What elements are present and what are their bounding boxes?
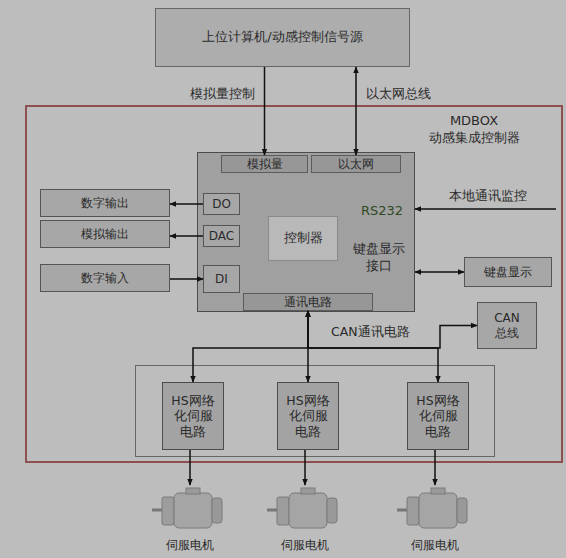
- io-box: 数字输出: [40, 189, 170, 217]
- motor-drawing: [395, 485, 475, 533]
- connector: [415, 271, 464, 273]
- node-text: 伺服电机: [265, 537, 345, 554]
- port-tab: 以太网: [311, 155, 401, 173]
- edge-label: 以太网总线: [366, 86, 431, 101]
- node-text: 数字输出: [81, 196, 129, 211]
- connector: [434, 450, 436, 485]
- servo-motor: 伺服电机: [150, 485, 230, 555]
- node-text: 以太网: [338, 157, 374, 172]
- controller-enclosure: MDBOX 动感集成控制器 RS232 键盘显示 接口 模拟量 以太网 DO DAC DI 控制…: [25, 105, 563, 463]
- motor-drawing: [265, 485, 345, 533]
- io-box: 数字输入: [40, 264, 170, 292]
- connector: [193, 311, 308, 382]
- servo-circuit: HS网络 化伺服 电路: [162, 382, 224, 450]
- servo-motor: 伺服电机: [265, 485, 345, 555]
- connector: [308, 311, 477, 348]
- connector: [170, 278, 203, 280]
- node-text: 伺服电机: [150, 537, 230, 554]
- node-text: HS网络 化伺服 电路: [170, 393, 216, 440]
- node-text: DAC: [209, 229, 234, 244]
- node-text: 模拟输出: [81, 227, 129, 242]
- node-text: DO: [212, 197, 231, 212]
- node-text: 模拟量: [247, 157, 283, 172]
- connector: [170, 235, 203, 237]
- node-text: 键盘显示: [484, 265, 532, 280]
- io-port: DO: [203, 193, 240, 215]
- annotation-label: 本地通讯监控: [449, 188, 527, 203]
- comm-circuit: 通讯电路: [243, 293, 373, 311]
- connector: [264, 67, 266, 155]
- motor-drawing: [150, 485, 230, 533]
- node-text: 数字输入: [81, 271, 129, 286]
- node-text: 上位计算机/动感控制信号源: [202, 29, 362, 45]
- local-monitor-arrow: [415, 208, 556, 210]
- connector: [308, 311, 438, 382]
- node-text: HS网络 化伺服 电路: [285, 393, 331, 440]
- port-tab: 模拟量: [221, 155, 308, 173]
- node-text: DI: [215, 272, 228, 287]
- servo-circuit: HS网络 化伺服 电路: [277, 382, 339, 450]
- connector: [304, 450, 306, 485]
- io-port: DI: [203, 265, 240, 293]
- annotation-label: CAN通讯电路: [331, 324, 410, 339]
- connector: [355, 67, 357, 155]
- edge-label: 模拟量控制: [190, 86, 255, 101]
- servo-motor: 伺服电机: [395, 485, 475, 555]
- source-box: 上位计算机/动感控制信号源: [155, 8, 410, 67]
- cpu-box: 控制器: [268, 216, 338, 261]
- io-port: DAC: [203, 225, 240, 247]
- node-text: MDBOX 动感集成控制器: [419, 113, 529, 147]
- node-text: HS网络 化伺服 电路: [415, 393, 461, 440]
- node-text: 伺服电机: [395, 537, 475, 554]
- connector: [189, 450, 191, 485]
- connector: [307, 311, 309, 382]
- node-text: CAN 总线: [488, 311, 526, 341]
- controller-board: RS232 键盘显示 接口 模拟量 以太网 DO DAC DI 控制器通讯电路: [197, 152, 415, 312]
- node-text: 控制器: [284, 230, 323, 246]
- node-text: RS232: [351, 203, 413, 220]
- io-box: 模拟输出: [40, 220, 170, 248]
- keypad-box: 键盘显示: [464, 257, 552, 287]
- node-text: 键盘显示 接口: [348, 241, 410, 275]
- servo-circuit: HS网络 化伺服 电路: [407, 382, 469, 450]
- can-bus-box: CAN 总线: [477, 302, 537, 349]
- node-text: 通讯电路: [284, 295, 332, 310]
- connector: [170, 203, 203, 205]
